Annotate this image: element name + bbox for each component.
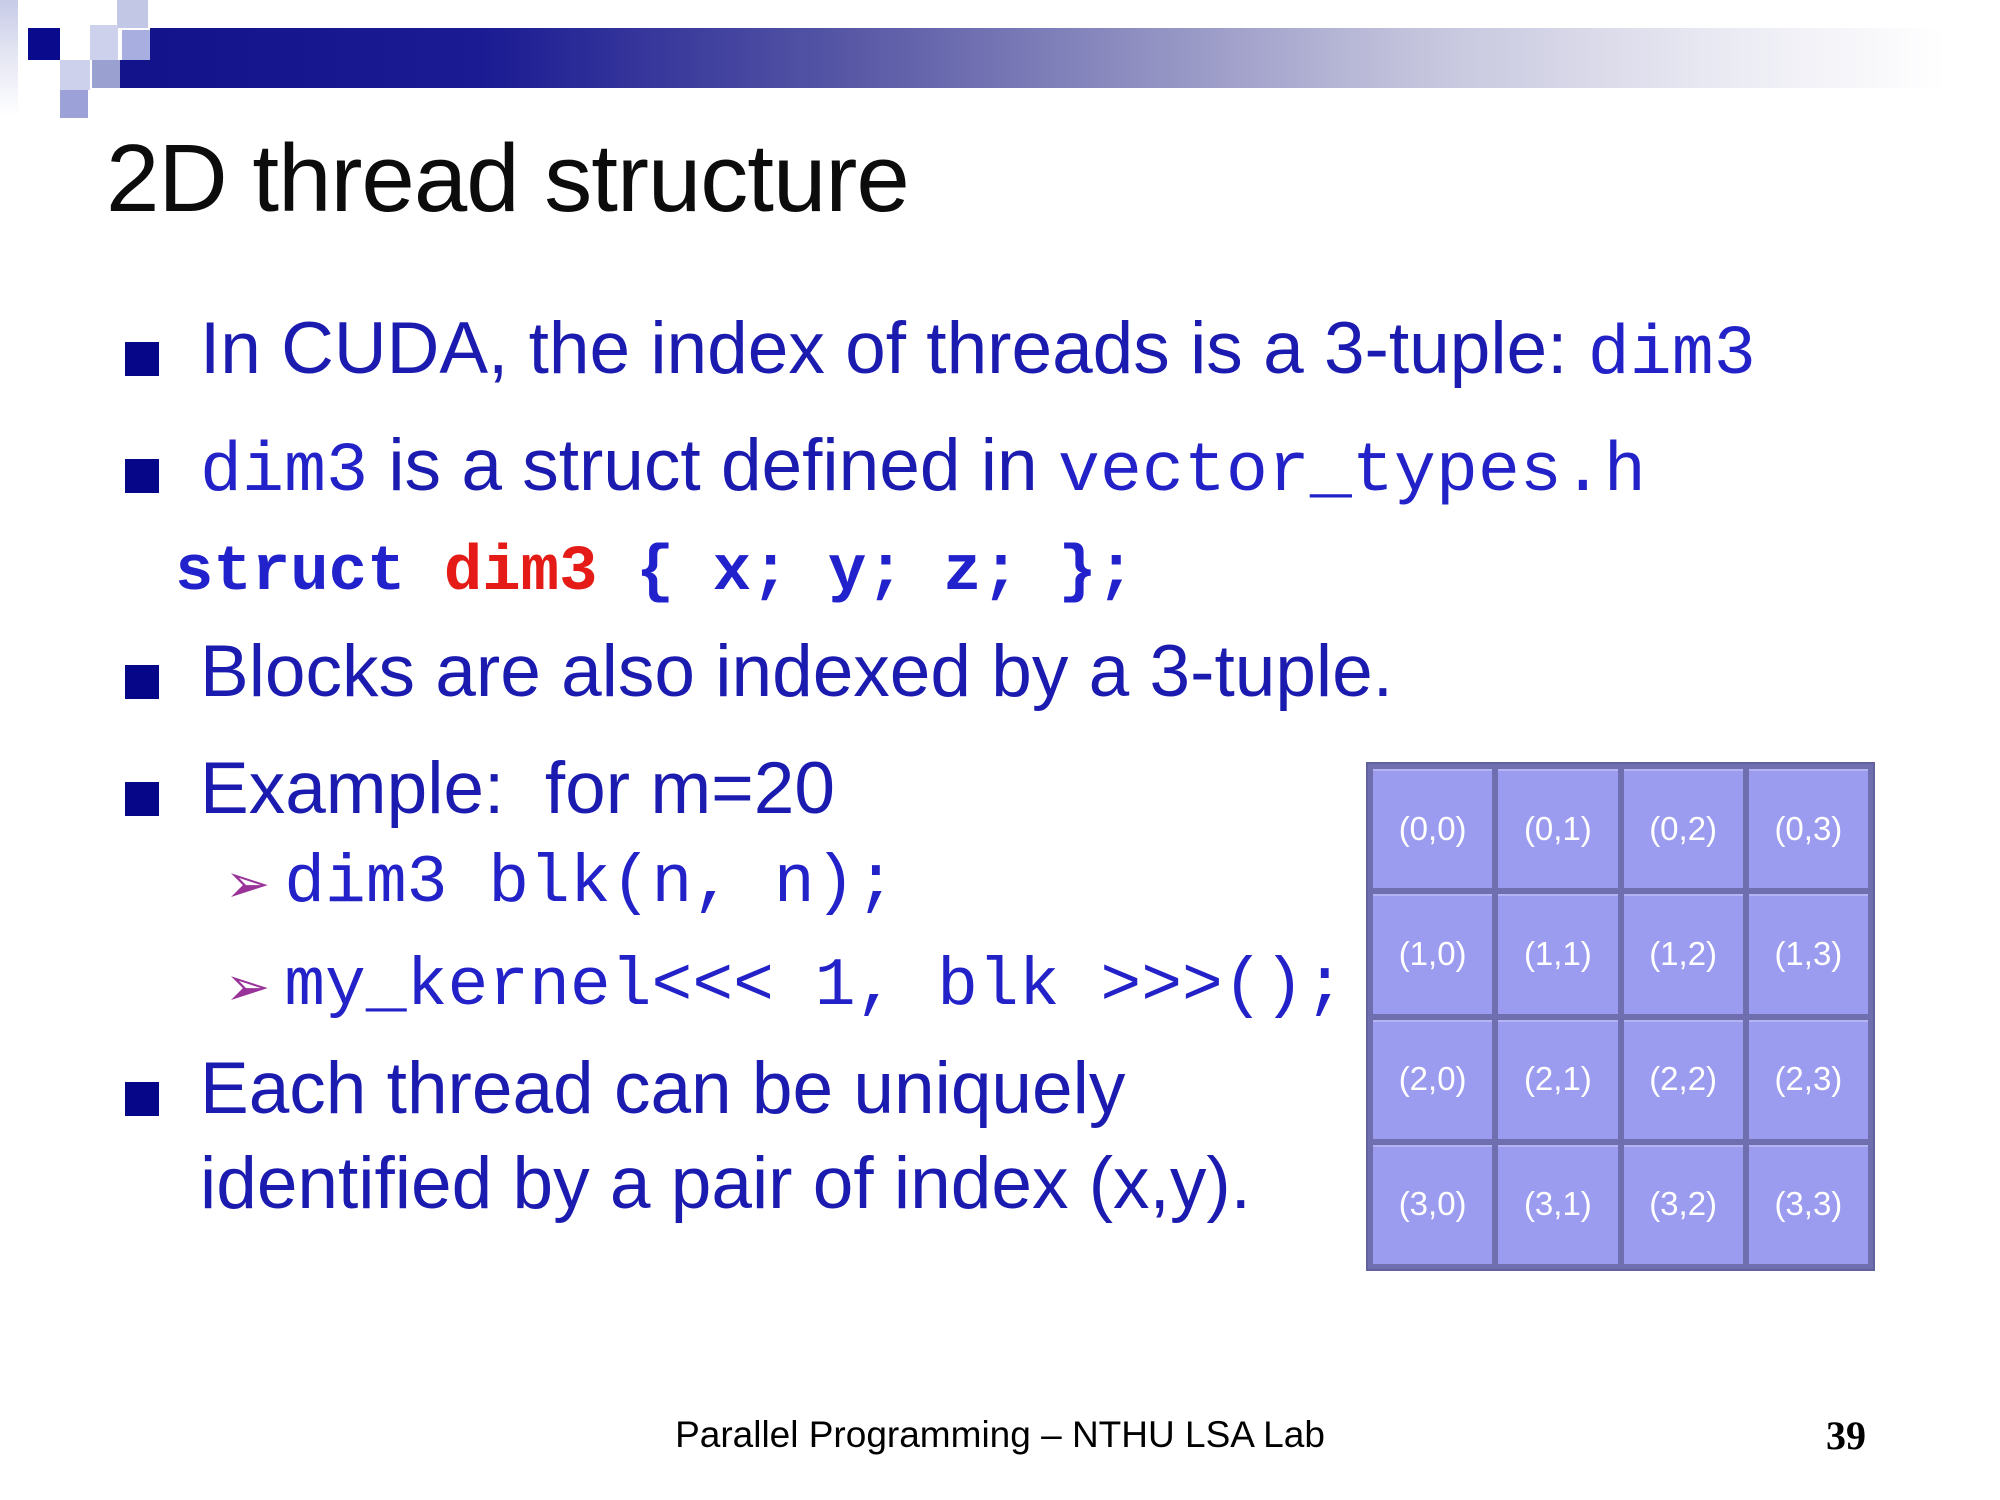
code-line: struct dim3 { x; y; z; };	[175, 533, 1135, 613]
square-bullet-icon	[125, 342, 159, 376]
grid-cell: (1,2)	[1623, 894, 1743, 1014]
grid-cell: (1,1)	[1498, 894, 1618, 1014]
deco-square	[120, 60, 152, 88]
deco-left-strip	[0, 0, 18, 116]
sub-bullet-item: ➢ my_kernel<<< 1, blk >>>();	[225, 942, 1345, 1032]
grid-cell: (0,3)	[1748, 769, 1868, 889]
grid-cell: (2,2)	[1623, 1019, 1743, 1139]
grid-cell: (2,0)	[1373, 1019, 1493, 1139]
grid-cell: (3,3)	[1748, 1144, 1868, 1264]
code-keyword: struct	[175, 537, 444, 609]
bullet-text: dim3 is a struct defined in vector_types…	[200, 418, 1646, 520]
bullet-item: Example: for m=20	[125, 741, 835, 836]
grid-cell: (3,1)	[1498, 1144, 1618, 1264]
code-body: { x; y; z; };	[597, 537, 1136, 609]
grid-cell: (1,0)	[1373, 894, 1493, 1014]
deco-square	[92, 60, 120, 88]
inline-code: dim3	[1587, 316, 1756, 395]
sub-bullet-code: dim3 blk(n, n);	[284, 845, 897, 922]
bullet-item: Each thread can be uniquely identified b…	[125, 1041, 1360, 1231]
grid-cell: (2,1)	[1498, 1019, 1618, 1139]
slide-title: 2D thread structure	[106, 125, 910, 232]
thread-index-grid: (0,0) (0,1) (0,2) (0,3) (1,0) (1,1) (1,2…	[1366, 762, 1875, 1271]
bullet-text-plain: is a struct defined in	[368, 425, 1058, 506]
deco-square	[90, 25, 118, 60]
inline-code: vector_types.h	[1057, 433, 1646, 512]
grid-cell: (1,3)	[1748, 894, 1868, 1014]
footer-label: Parallel Programming – NTHU LSA Lab	[675, 1414, 1325, 1455]
bullet-text-plain: In CUDA, the index of threads is a 3-tup…	[200, 308, 1588, 389]
square-bullet-icon	[125, 782, 159, 816]
sub-bullet-item: ➢ dim3 blk(n, n);	[225, 839, 896, 929]
deco-square	[117, 0, 148, 28]
header-gradient-bar	[150, 28, 2000, 88]
bullet-text: Blocks are also indexed by a 3-tuple.	[200, 631, 1394, 712]
bullet-item: In CUDA, the index of threads is a 3-tup…	[125, 301, 1756, 403]
deco-square	[60, 60, 90, 90]
inline-code: dim3	[200, 433, 369, 512]
bullet-item: dim3 is a struct defined in vector_types…	[125, 418, 1646, 520]
arrow-bullet-icon: ➢	[225, 852, 271, 915]
deco-square	[60, 90, 88, 118]
bullet-text: In CUDA, the index of threads is a 3-tup…	[200, 301, 1756, 403]
grid-cell: (0,0)	[1373, 769, 1493, 889]
sub-bullet-code: my_kernel<<< 1, blk >>>();	[284, 948, 1346, 1025]
grid-cell: (3,2)	[1623, 1144, 1743, 1264]
deco-square	[122, 30, 150, 60]
square-bullet-icon	[125, 665, 159, 699]
grid-cell: (3,0)	[1373, 1144, 1493, 1264]
bullet-item: Blocks are also indexed by a 3-tuple.	[125, 624, 1393, 719]
page-number: 39	[1826, 1413, 1866, 1458]
deco-navy-square	[28, 28, 60, 60]
grid-cell: (0,2)	[1623, 769, 1743, 889]
grid-cell: (0,1)	[1498, 769, 1618, 889]
square-bullet-icon	[125, 459, 159, 493]
arrow-bullet-icon: ➢	[225, 955, 271, 1018]
code-type-name: dim3	[443, 537, 598, 609]
bullet-text: Example: for m=20	[200, 748, 835, 829]
grid-cell: (2,3)	[1748, 1019, 1868, 1139]
square-bullet-icon	[125, 1082, 159, 1116]
bullet-text: Each thread can be uniquely identified b…	[200, 1048, 1251, 1224]
